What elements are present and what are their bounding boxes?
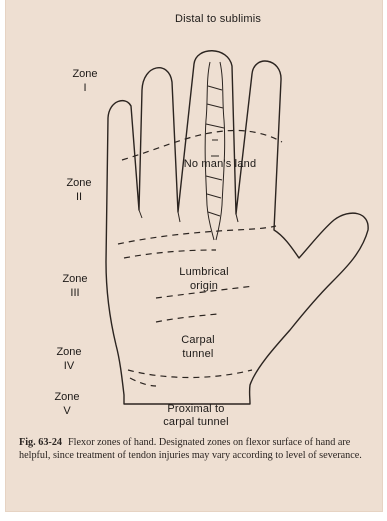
zone-word: Zone (46, 345, 92, 359)
zone-4-label: Zone IV (46, 345, 92, 373)
zone-3-label: Zone III (52, 272, 98, 300)
wrist-crease (130, 378, 156, 386)
finger-gap-line (139, 210, 142, 218)
zone-numeral: III (52, 286, 98, 300)
zone-boundary-palmar (118, 226, 276, 244)
label-proximal-to: Proximal to (146, 403, 246, 416)
zone-word: Zone (62, 67, 108, 81)
zone-5-label: Zone V (44, 390, 90, 418)
label-carpal: Carpal (158, 334, 238, 347)
label-lumbrical: Lumbrical (164, 266, 244, 279)
zone-boundary-wrist (128, 370, 252, 378)
zone-numeral: V (44, 404, 90, 418)
zone-boundary-palmar-lower (124, 250, 216, 258)
label-distal-to-sublimis: Distal to sublimis (158, 13, 278, 26)
figure-number: Fig. 63-24 (19, 437, 62, 448)
zone-numeral: IV (46, 359, 92, 373)
zone-2-label: Zone II (56, 176, 102, 204)
flexor-tendon (205, 62, 225, 240)
zone-boundary-distal (122, 130, 282, 160)
label-no-mans-land: No man's land (170, 158, 270, 171)
label-proximal-carpal-tunnel: carpal tunnel (146, 416, 246, 429)
caption-text: Flexor zones of hand. Designated zones o… (19, 437, 362, 461)
zone-boundary-carpal (156, 314, 218, 322)
zone-numeral: II (56, 190, 102, 204)
zone-word: Zone (52, 272, 98, 286)
zone-word: Zone (56, 176, 102, 190)
zone-1-label: Zone I (62, 67, 108, 95)
zone-numeral: I (62, 81, 108, 95)
finger-gap-line (178, 212, 180, 222)
label-carpal-tunnel: tunnel (158, 348, 238, 361)
zone-word: Zone (44, 390, 90, 404)
label-lumbrical-origin: origin (164, 280, 244, 293)
finger-gap-line (236, 214, 238, 222)
